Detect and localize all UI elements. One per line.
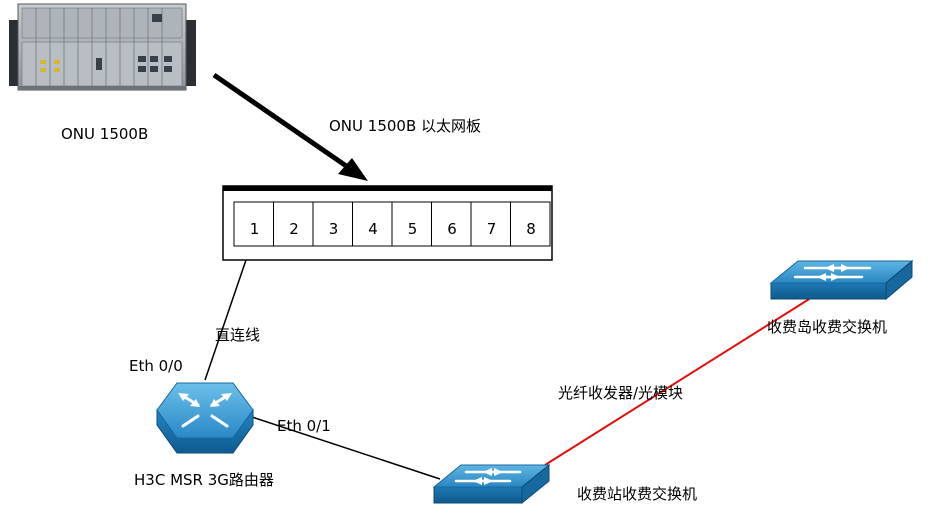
board-port-label: 6 bbox=[447, 220, 457, 238]
fiber-link-label: 光纤收发器/光模块 bbox=[558, 384, 683, 402]
router-eth0-label: Eth 0/0 bbox=[129, 357, 183, 375]
router-name-label: H3C MSR 3G路由器 bbox=[134, 471, 274, 489]
router-icon bbox=[156, 382, 254, 454]
direct-cable-label: 直连线 bbox=[215, 326, 260, 344]
board-port-6 bbox=[431, 201, 472, 247]
station-switch-label: 收费站收费交换机 bbox=[577, 485, 697, 503]
board-port-5 bbox=[391, 201, 432, 247]
board-port-label: 7 bbox=[487, 220, 497, 238]
board-port-label: 1 bbox=[250, 220, 260, 238]
onu-to-board-arrow-line bbox=[212, 72, 357, 175]
board-port-label: 2 bbox=[289, 220, 299, 238]
board-port-3 bbox=[312, 201, 353, 247]
direct-cable-line bbox=[204, 259, 247, 381]
board-port-label: 8 bbox=[526, 220, 536, 238]
board-port-8 bbox=[510, 201, 551, 247]
router-to-station-switch-line bbox=[251, 416, 441, 480]
board-port-7 bbox=[470, 201, 511, 247]
board-port-4 bbox=[352, 201, 393, 247]
fiber-link-line bbox=[544, 290, 823, 466]
board-ports: 1 2 3 4 5 6 7 8 bbox=[233, 201, 551, 247]
island-switch-icon bbox=[769, 259, 914, 301]
board-port-2 bbox=[273, 201, 314, 247]
station-switch-icon bbox=[432, 463, 551, 505]
onu-device-label: ONU 1500B bbox=[61, 125, 148, 143]
board-port-label: 4 bbox=[368, 220, 378, 238]
board-port-label: 3 bbox=[329, 220, 339, 238]
onu-chassis-icon bbox=[9, 3, 196, 91]
arrow-head-icon bbox=[338, 158, 368, 181]
island-switch-label: 收费岛收费交换机 bbox=[767, 318, 887, 336]
ethernet-board: 1 2 3 4 5 6 7 8 bbox=[222, 185, 553, 261]
router-eth1-label: Eth 0/1 bbox=[277, 417, 331, 435]
ethernet-board-label: ONU 1500B 以太网板 bbox=[329, 117, 481, 135]
board-port-1 bbox=[233, 201, 274, 247]
board-port-label: 5 bbox=[408, 220, 418, 238]
